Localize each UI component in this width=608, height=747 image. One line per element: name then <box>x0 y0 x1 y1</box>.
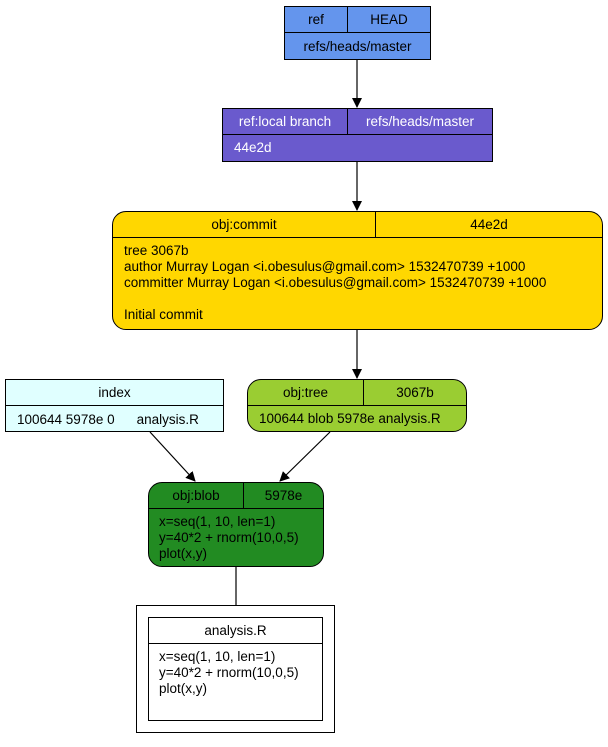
blob-type: obj:blob <box>172 488 220 503</box>
file-line: plot(x,y) <box>159 681 208 696</box>
commit-node[interactable]: obj:commit 44e2d tree 3067b author Murra… <box>112 211 603 330</box>
commit-line: author Murray Logan <i.obesulus@gmail.co… <box>124 259 526 274</box>
commit-type: obj:commit <box>211 217 277 232</box>
index-file: analysis.R <box>136 411 199 427</box>
branch-commit-hash: 44e2d <box>234 140 272 155</box>
index-entry: 100644 5978e 0 <box>17 411 115 427</box>
head-ref-type: ref <box>308 12 324 27</box>
file-node: analysis.R x=seq(1, 10, len=1) y=40*2 + … <box>148 617 323 721</box>
index-node[interactable]: index 100644 5978e 0 analysis.R <box>5 379 224 432</box>
blob-node[interactable]: obj:blob 5978e x=seq(1, 10, len=1) y=40*… <box>148 482 324 567</box>
commit-line: Initial commit <box>124 307 203 322</box>
tree-entry: 100644 blob 5978e analysis.R <box>259 411 441 426</box>
tree-type: obj:tree <box>282 385 329 400</box>
local-branch-node[interactable]: ref:local branch refs/heads/master 44e2d <box>222 108 493 162</box>
commit-line: committer Murray Logan <i.obesulus@gmail… <box>124 275 547 290</box>
blob-content: x=seq(1, 10, len=1) y=40*2 + rnorm(10,0,… <box>149 509 323 562</box>
commit-line <box>124 291 602 307</box>
index-title: index <box>98 385 131 400</box>
branch-name: refs/heads/master <box>347 109 492 134</box>
file-content: x=seq(1, 10, len=1) y=40*2 + rnorm(10,0,… <box>149 644 322 697</box>
file-line: y=40*2 + rnorm(10,0,5) <box>159 665 299 680</box>
head-ref-name: HEAD <box>347 7 430 32</box>
head-ref-node[interactable]: ref HEAD refs/heads/master <box>284 6 431 60</box>
blob-line: plot(x,y) <box>159 546 208 561</box>
commit-message: tree 3067b author Murray Logan <i.obesul… <box>113 238 602 323</box>
tree-node[interactable]: obj:tree 3067b 100644 blob 5978e analysi… <box>247 379 467 432</box>
file-node-outer[interactable]: analysis.R x=seq(1, 10, len=1) y=40*2 + … <box>136 605 335 733</box>
blob-line: x=seq(1, 10, len=1) <box>159 514 276 529</box>
head-ref-value: refs/heads/master <box>303 39 412 54</box>
branch-type: ref:local branch <box>238 114 332 129</box>
edge-tree-to-blob <box>279 431 331 482</box>
blob-hash: 5978e <box>243 483 323 508</box>
commit-line: tree 3067b <box>124 243 189 258</box>
commit-hash: 44e2d <box>375 212 602 237</box>
tree-hash: 3067b <box>363 380 466 405</box>
blob-line: y=40*2 + rnorm(10,0,5) <box>159 530 299 545</box>
file-name: analysis.R <box>204 623 267 638</box>
edge-index-to-blob <box>149 431 196 482</box>
file-line: x=seq(1, 10, len=1) <box>159 649 276 664</box>
